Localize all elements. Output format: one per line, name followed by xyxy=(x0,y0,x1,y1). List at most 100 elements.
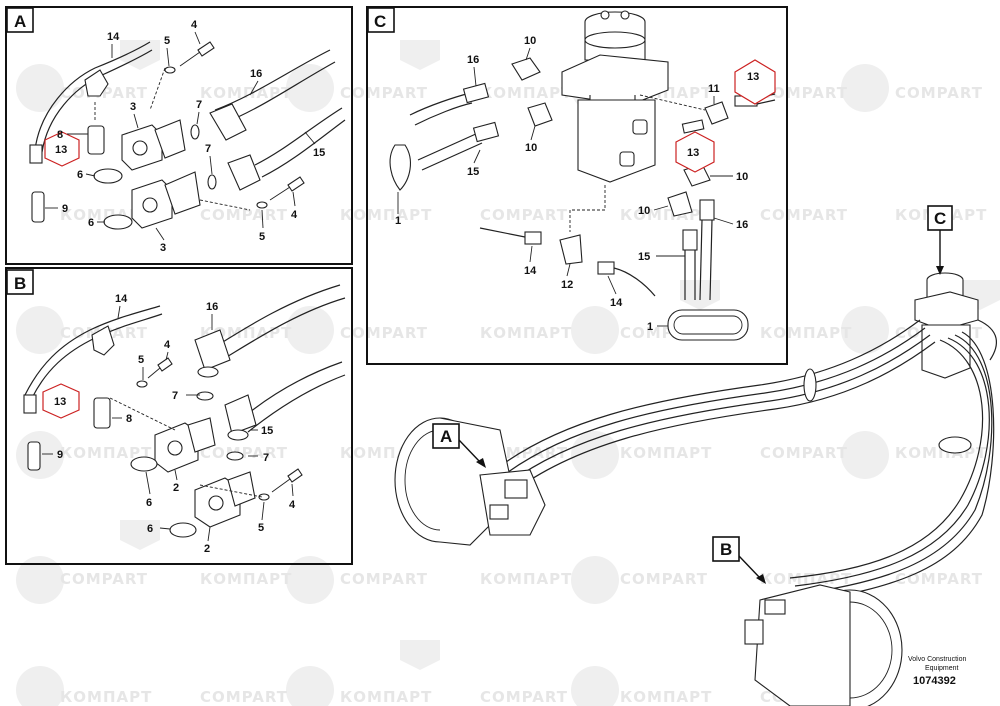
callout-5: 5 xyxy=(259,231,265,243)
swivel-joint-icon xyxy=(561,10,669,183)
callout-13: 13 xyxy=(54,396,66,408)
hex-tag-13-icon xyxy=(734,59,776,105)
callout-13: 13 xyxy=(55,144,67,156)
bolt-shank-icon xyxy=(147,367,161,379)
panel-a: A xyxy=(5,6,353,265)
callout-14: 14 xyxy=(610,297,623,309)
oring-7-icon xyxy=(207,174,217,190)
oring-7-icon xyxy=(190,124,200,140)
hose-15-outline-icon xyxy=(247,374,346,433)
panel-c: C xyxy=(366,6,788,365)
flange-elbow-icon xyxy=(164,171,201,215)
clamp-1-icon xyxy=(389,144,411,191)
watermark-text: COMPART xyxy=(60,84,148,102)
watermark-text: КОМПАРТ xyxy=(340,206,432,224)
bolt-4-top-icon xyxy=(157,357,173,372)
flange-port-icon xyxy=(132,140,148,156)
watermark-text: COMPART xyxy=(60,570,148,588)
bolt-shank-icon xyxy=(179,51,201,67)
overview-label-a: A xyxy=(432,423,486,468)
plug-cap-9-icon xyxy=(31,191,45,223)
guide-line xyxy=(149,67,166,111)
hose-15-outline-icon xyxy=(261,119,346,178)
hose-16-icon xyxy=(214,49,331,111)
nipple-8-icon xyxy=(87,125,105,155)
elbow-10-icon xyxy=(527,102,553,127)
overview-label-b-text: B xyxy=(720,540,732,559)
travel-motor-a-icon xyxy=(394,417,546,546)
watermark-text: КОМПАРТ xyxy=(620,444,712,462)
callout-5: 5 xyxy=(258,522,264,534)
callout-16: 16 xyxy=(250,68,262,80)
hose-16-outline-icon xyxy=(224,297,346,359)
hose-15-icon xyxy=(239,361,343,421)
flange-elbow-icon xyxy=(227,471,256,507)
oring-7-icon xyxy=(196,391,214,401)
overview-assembly: C A B xyxy=(394,205,997,706)
washer-5-top-icon xyxy=(164,66,176,74)
swivel-overview-icon xyxy=(914,272,979,379)
callout-5: 5 xyxy=(164,35,170,47)
watermark-text: КОМПАРТ xyxy=(200,84,292,102)
hose-line-icon xyxy=(756,99,776,105)
watermark-text: COMPART xyxy=(200,688,288,706)
travel-motor-b-icon xyxy=(744,584,903,706)
panel-a-label-box xyxy=(6,7,34,33)
callout-9: 9 xyxy=(57,449,63,461)
callout-16: 16 xyxy=(467,54,479,66)
hose-clamp-icon xyxy=(938,436,972,454)
callout-4: 4 xyxy=(164,339,171,351)
hose-end-16-icon xyxy=(209,103,247,141)
hose-15-icon xyxy=(417,132,479,161)
washer-5-top-icon xyxy=(136,380,148,388)
nipple-8-icon xyxy=(93,397,111,429)
callout-10: 10 xyxy=(524,35,536,47)
hose-ferrule-icon xyxy=(597,261,615,275)
callout-10: 10 xyxy=(525,142,537,154)
elbow-10-icon xyxy=(667,191,693,217)
watermark-text: КОМПАРТ xyxy=(60,444,152,462)
hose-15-outline-icon xyxy=(421,142,483,171)
flange-port-icon xyxy=(142,197,158,213)
guide-line xyxy=(199,199,251,211)
flange-elbow-icon xyxy=(187,417,216,453)
bolt-shank-icon xyxy=(269,186,291,201)
clamp-inner-icon xyxy=(673,315,743,335)
oring-6-icon xyxy=(103,214,133,230)
hose-14-icon xyxy=(34,41,151,151)
panel-b-label-box xyxy=(6,269,34,295)
hose-ferrule-icon xyxy=(472,121,500,143)
tee-11-icon xyxy=(704,101,729,125)
panel-b: B xyxy=(5,267,353,565)
hex-tag-13-icon xyxy=(675,131,715,173)
credit-line-2: Equipment xyxy=(925,665,959,672)
panel-a-frame xyxy=(5,6,353,265)
watermark-text: КОМПАРТ xyxy=(480,324,572,342)
watermark-text: COMPART xyxy=(480,688,568,706)
callout-14: 14 xyxy=(115,293,128,305)
plug-cap-9-icon xyxy=(27,441,41,471)
callout-11: 11 xyxy=(708,83,720,95)
elbow-fitting-icon xyxy=(84,69,109,97)
callout-4: 4 xyxy=(191,19,198,31)
hose-ferrule-icon xyxy=(699,199,715,221)
hose-16-icon xyxy=(699,219,703,301)
panel-a-label: A xyxy=(14,12,26,31)
callout-7: 7 xyxy=(263,452,269,464)
callout-16: 16 xyxy=(736,219,748,231)
callout-15: 15 xyxy=(638,251,650,263)
footer: Volvo Construction Equipment 1074392 xyxy=(908,656,966,687)
watermark-text: COMPART xyxy=(340,570,428,588)
callout-10: 10 xyxy=(736,171,748,183)
callout-2: 2 xyxy=(204,543,210,555)
hose-16-outline-icon xyxy=(414,102,473,126)
callout-15: 15 xyxy=(467,166,479,178)
hose-14-icon xyxy=(479,227,531,239)
adapter-13-icon xyxy=(23,394,37,414)
hose-end-15-icon xyxy=(224,394,257,435)
watermark-text: КОМПАРТ xyxy=(760,570,852,588)
overview-label-a-text: A xyxy=(440,427,452,446)
guide-line xyxy=(199,484,263,498)
watermark-text: COMPART xyxy=(340,324,428,342)
